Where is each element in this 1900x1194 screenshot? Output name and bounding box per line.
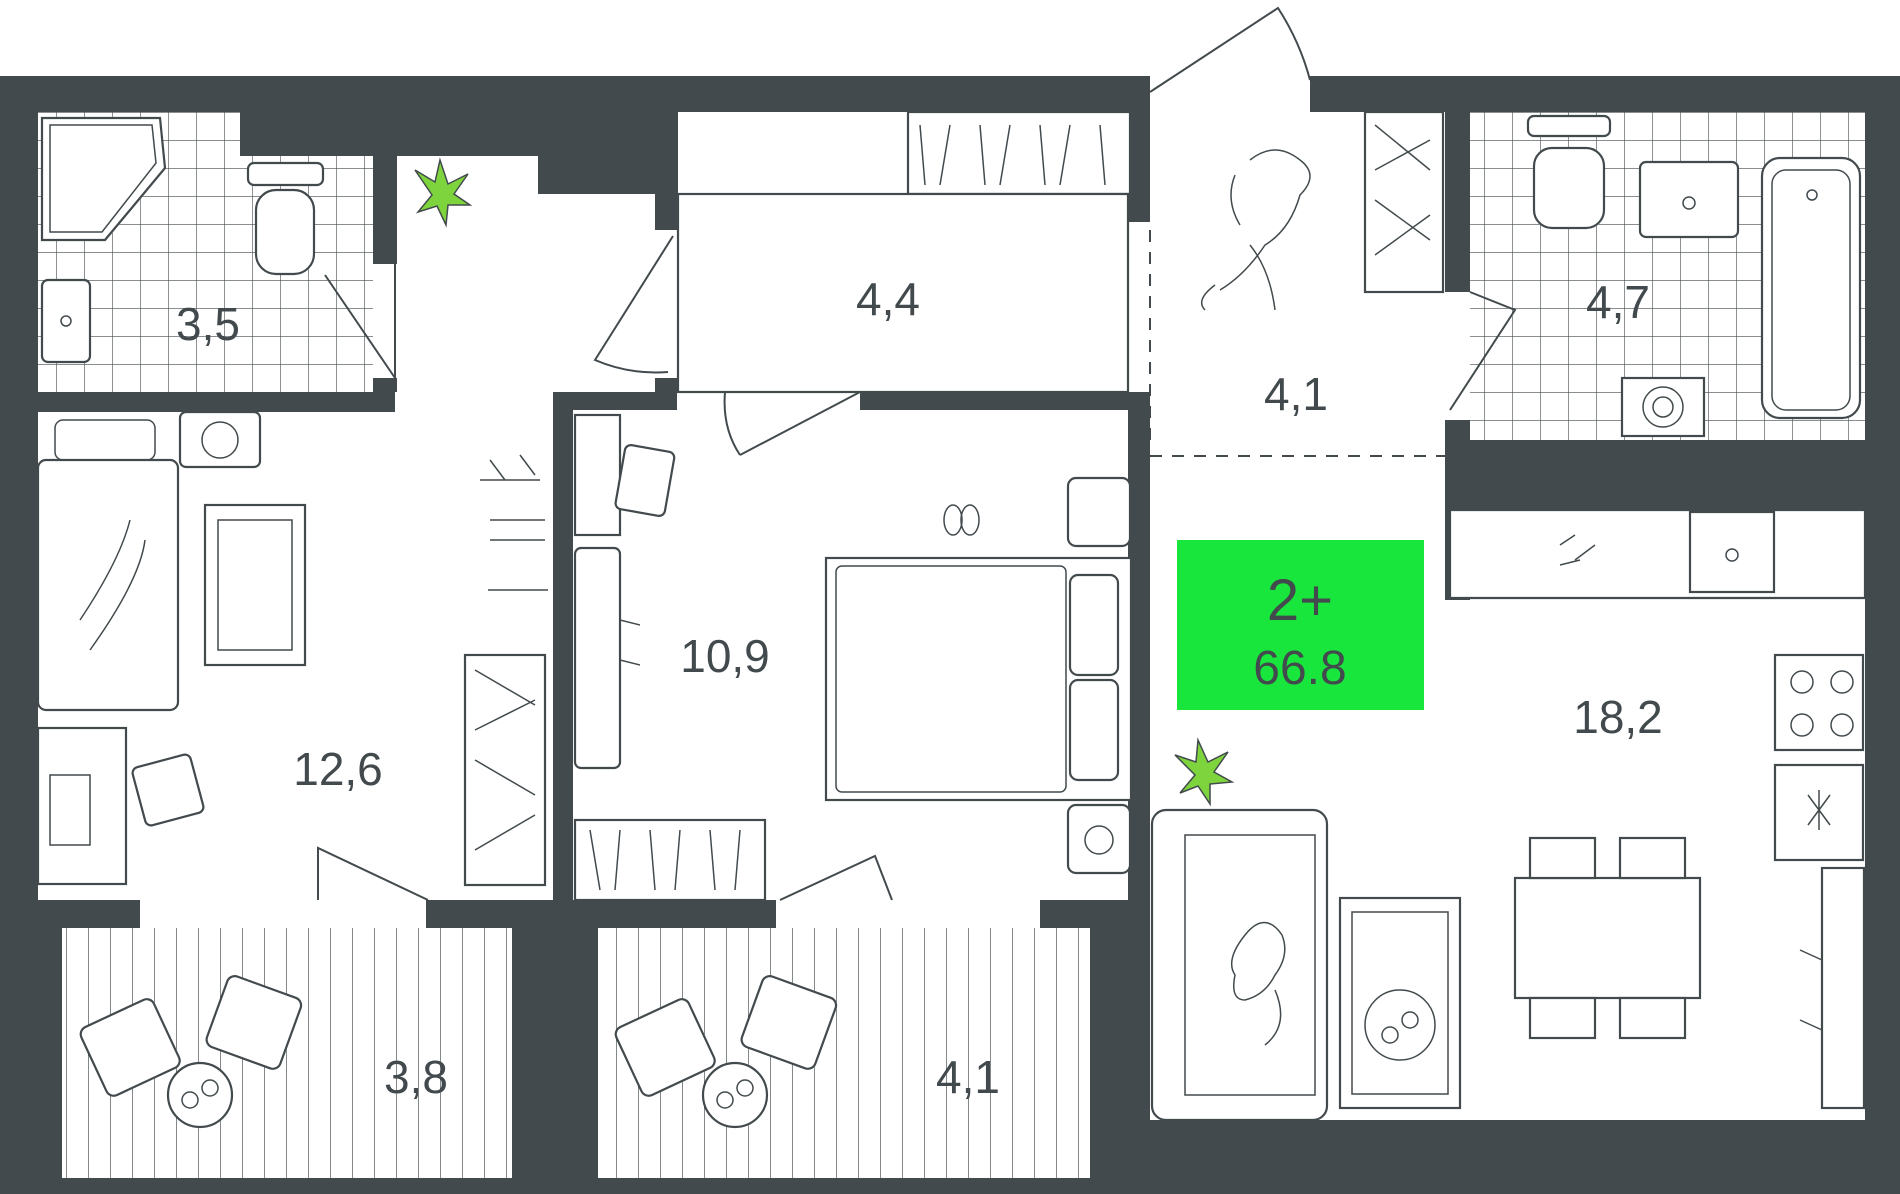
bedroom-center-furniture: [573, 413, 1133, 902]
corridor-area-label: 4,4: [856, 273, 920, 325]
plant-icon: [414, 157, 473, 228]
kitchen-living-furniture: [1150, 508, 1867, 1122]
apartment-badge: 2+ 66.8: [1177, 540, 1424, 710]
balcony-center-furniture: [614, 975, 838, 1129]
balcony-left-area-label: 3,8: [384, 1051, 448, 1103]
bathroom-right-area-label: 4,7: [1586, 276, 1650, 328]
hall-wardrobe: [1363, 110, 1445, 294]
bathroom-left-area-label: 3,5: [176, 298, 240, 350]
plant-icon: [1174, 737, 1235, 807]
badge-total-area: 66.8: [1253, 642, 1346, 695]
room-labels: 3,5 4,4 4,1 4,7 12,6 10,9 18,2 3,8 4,1: [176, 273, 1663, 1103]
bedroom-left-furniture: [36, 410, 548, 887]
bathroom-left-fixtures: [40, 116, 325, 364]
badge-rooms: 2+: [1267, 568, 1333, 633]
zone-boundary: [1149, 230, 1445, 457]
bathroom-right-fixtures: [1526, 114, 1862, 438]
dog-icon: [1200, 149, 1311, 311]
doors: [317, 6, 1517, 901]
cat-icon: [1230, 921, 1286, 1046]
bedroom-center-area-label: 10,9: [680, 630, 770, 682]
bedroom-left-area-label: 12,6: [293, 743, 383, 795]
balcony-center-area-label: 4,1: [936, 1051, 1000, 1103]
corridor-wardrobe: [676, 110, 1132, 394]
badge-background: [1177, 540, 1424, 710]
balcony-left-furniture: [79, 975, 303, 1129]
kitchen-living-area-label: 18,2: [1573, 691, 1663, 743]
hall-area-label: 4,1: [1264, 368, 1328, 420]
